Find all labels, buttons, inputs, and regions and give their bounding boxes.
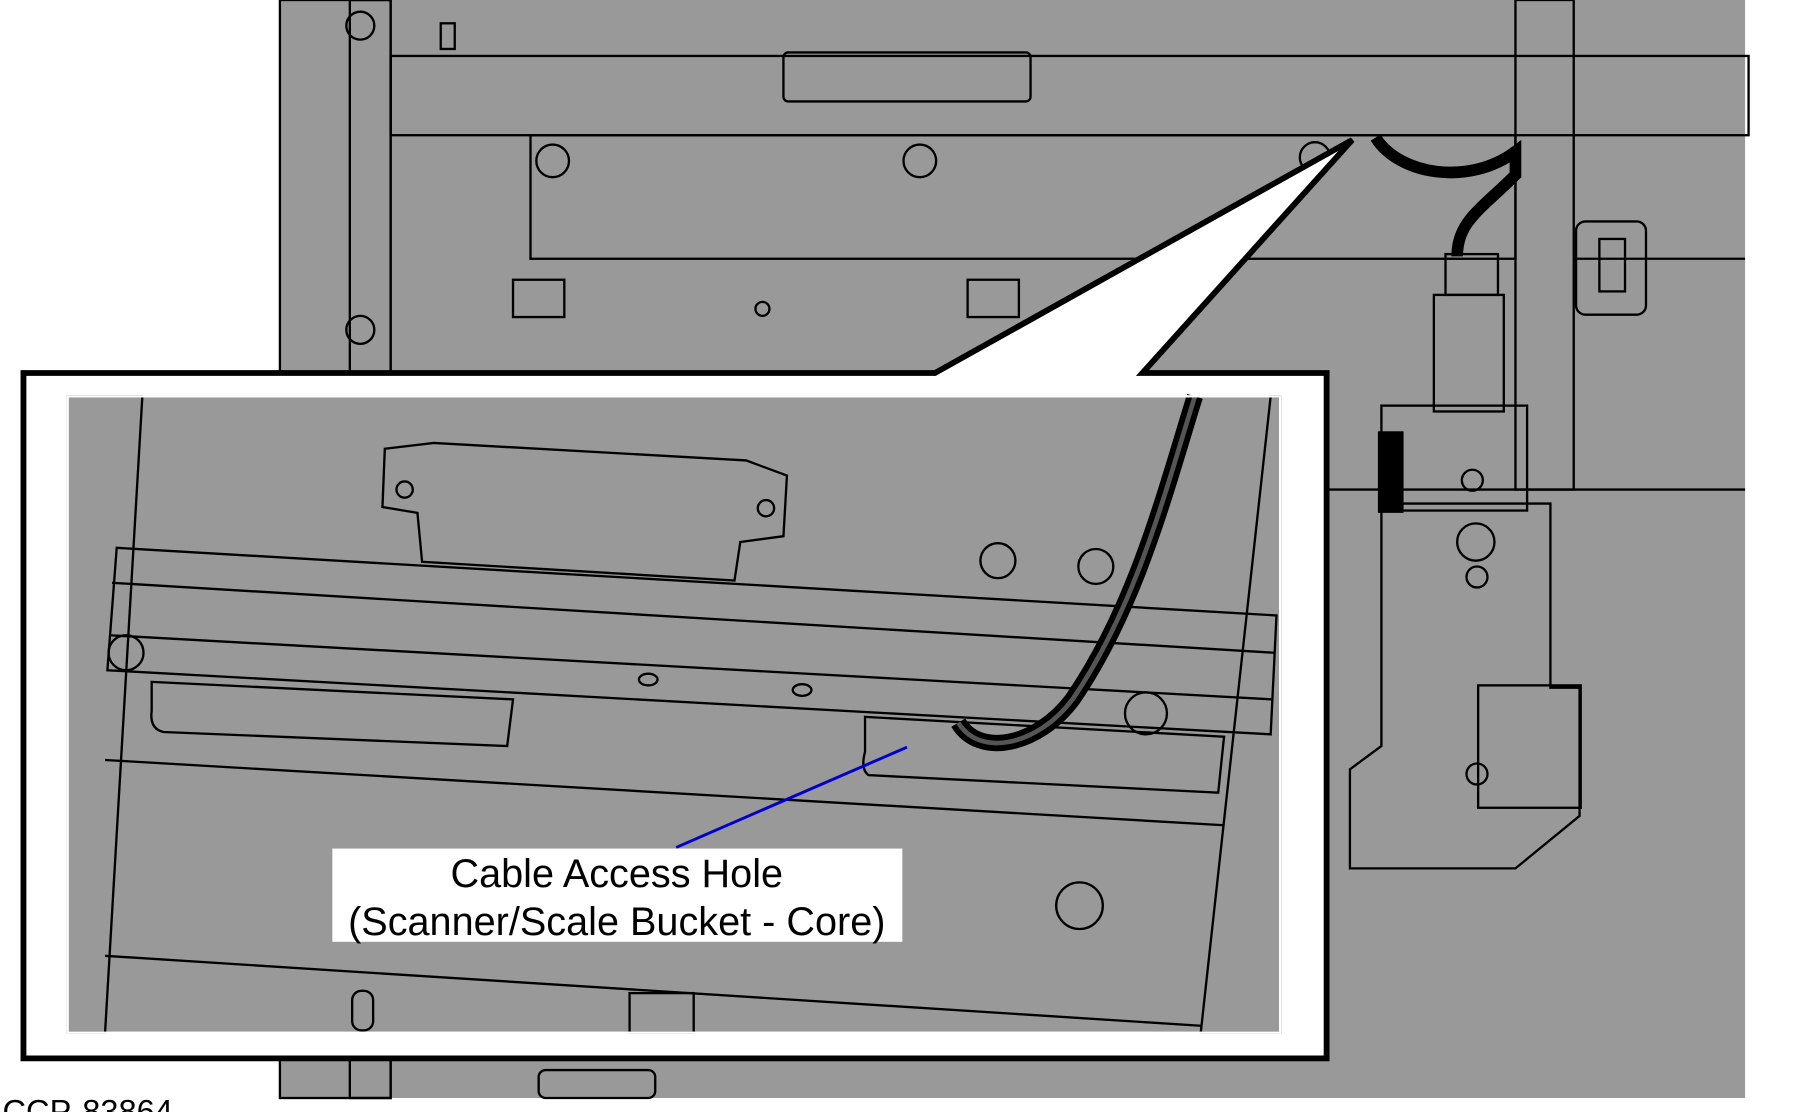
cable-access-hole xyxy=(862,715,1226,794)
leader-line xyxy=(675,745,908,849)
figure-id: CCP-83864 xyxy=(2,1092,172,1112)
cable-access-hole-left xyxy=(150,680,515,748)
callout-label-bg xyxy=(332,848,903,942)
callout-label-line1: Cable Access Hole xyxy=(450,852,783,896)
callout-label-line2: (Scanner/Scale Bucket - Core) xyxy=(348,900,885,944)
